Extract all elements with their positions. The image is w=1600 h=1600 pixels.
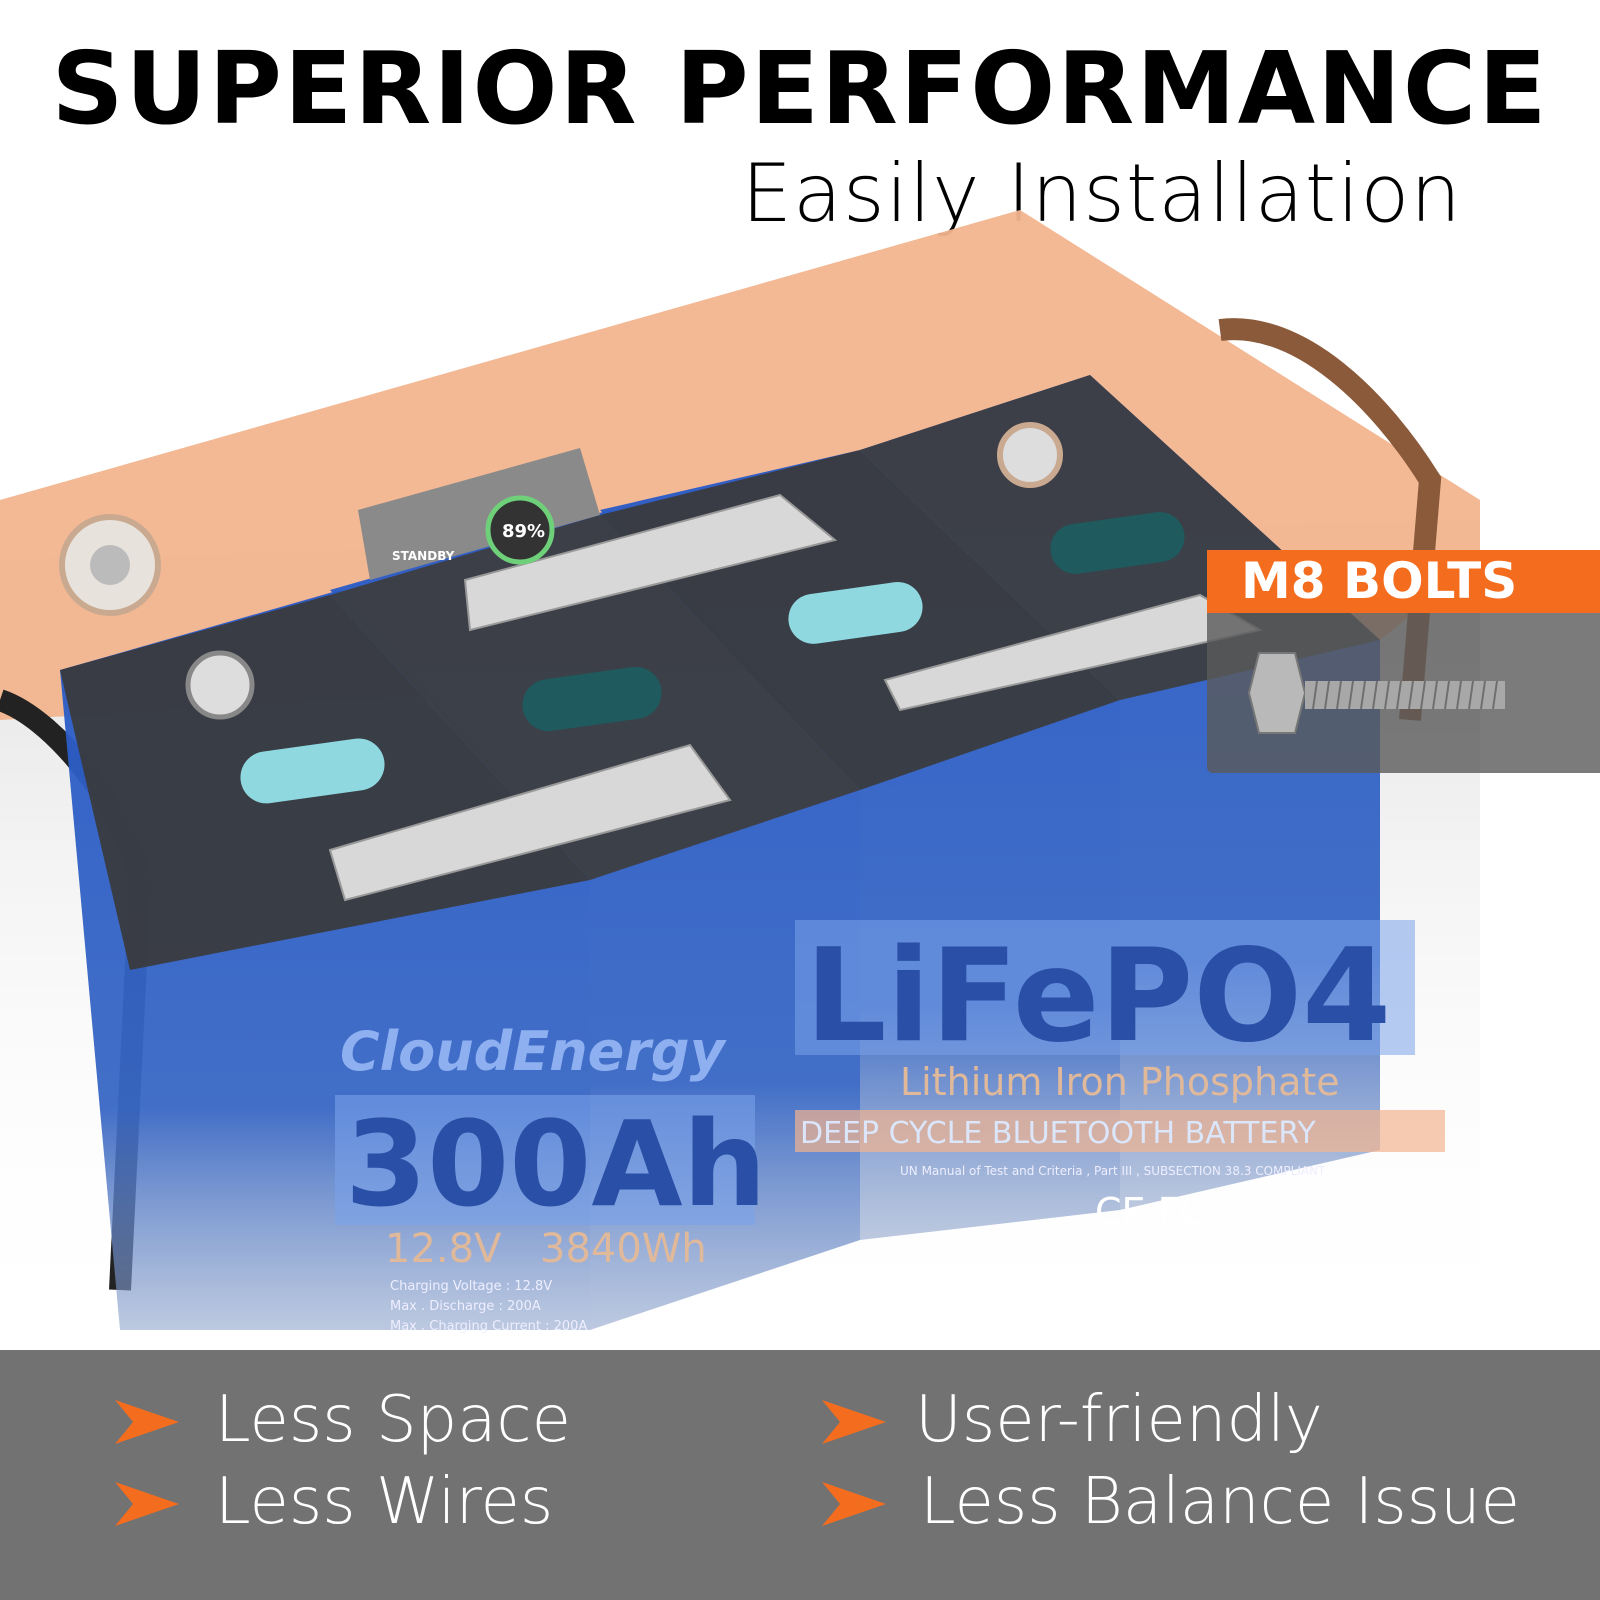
- bus-bar: [463, 493, 838, 632]
- product-label: CloudEnergy 300Ah 12.8V 3840Wh Charging …: [335, 920, 1445, 1334]
- handle-right: [1218, 318, 1442, 721]
- spec-line: Max . Charging Current : 200A: [390, 1319, 587, 1334]
- type-label: DEEP CYCLE BLUETOOTH BATTERY: [800, 1116, 1316, 1151]
- energy-label: 3840Wh: [540, 1226, 707, 1272]
- bus-bar: [328, 743, 732, 902]
- page-title: SUPERIOR PERFORMANCE: [51, 30, 1549, 147]
- m8-bolts-label: M8 BOLTS: [1207, 550, 1600, 613]
- bms-display: 89% STANDBY: [358, 448, 600, 580]
- bolt-icon: [1247, 652, 1505, 734]
- arrow-right-icon: [822, 1400, 886, 1444]
- chemistry-full: Lithium Iron Phosphate: [900, 1060, 1340, 1104]
- feature-user-friendly: User-friendly: [915, 1383, 1323, 1457]
- m8-bolts-panel: [1207, 613, 1600, 773]
- arrow-right-icon: [115, 1400, 179, 1444]
- compliance-text: UN Manual of Test and Criteria , Part II…: [900, 1164, 1326, 1178]
- spec-line: Max . Discharge : 200A: [390, 1299, 541, 1314]
- feature-less-space: Less Space: [215, 1383, 571, 1457]
- page-subtitle: Easily Installation: [741, 147, 1462, 240]
- arrow-right-icon: [115, 1482, 179, 1526]
- spec-line: Charging Voltage : 12.8V: [390, 1279, 552, 1294]
- chemistry-label: LiFePO4: [805, 922, 1391, 1071]
- email-text: info@cloudnewenergy.com: [1040, 1272, 1390, 1302]
- features-band: [0, 1350, 1600, 1600]
- display-percent: 89%: [502, 521, 545, 542]
- feature-less-wires: Less Wires: [215, 1465, 554, 1539]
- origin-text: MADE IN CHINA: [1245, 1211, 1339, 1225]
- arrow-right-icon: [822, 1482, 886, 1526]
- capacity-label: 300Ah: [345, 1095, 767, 1233]
- display-status: STANDBY: [392, 549, 455, 563]
- brand-logo: CloudEnergy: [340, 1020, 728, 1083]
- feature-less-balance-issue: Less Balance Issue: [920, 1465, 1521, 1539]
- certification-marks: CE FC: [1095, 1190, 1206, 1234]
- voltage-label: 12.8V: [385, 1226, 502, 1272]
